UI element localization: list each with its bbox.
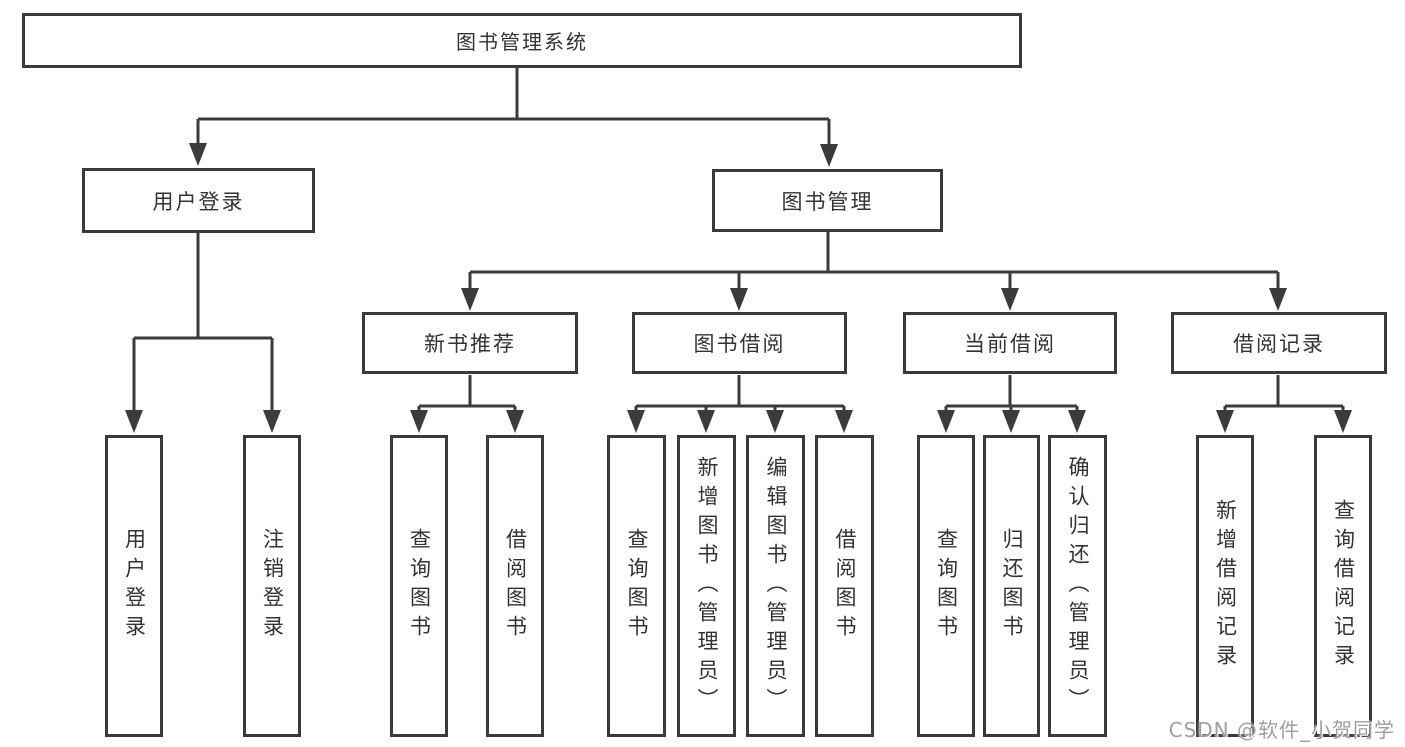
node-book-management: 图书管理 (712, 169, 943, 232)
arrowhead-icon (1002, 410, 1020, 433)
arrowhead-icon (835, 410, 853, 433)
node-library-system-root: 图书管理系统 (22, 13, 1022, 68)
arrowhead-icon (820, 144, 838, 167)
node-label: 借阅图书 (833, 528, 857, 644)
node-label: 图书管理 (781, 189, 874, 214)
arrowhead-icon (1216, 410, 1234, 433)
node-label: 新书推荐 (424, 332, 516, 356)
watermark-text: CSDN @软件_小贺同学 (1168, 718, 1395, 742)
arrowhead-icon (125, 410, 143, 433)
leaf-current-query-books: 查询图书 (917, 435, 975, 737)
node-new-book-recommend: 新书推荐 (362, 312, 578, 374)
node-label: 新增借阅记录 (1213, 499, 1238, 673)
arrowhead-icon (697, 410, 715, 433)
node-label: 图书管理系统 (456, 30, 588, 54)
leaf-newbook-borrow-books: 借阅图书 (486, 435, 544, 737)
arrowhead-icon (263, 410, 281, 433)
leaf-current-return-books: 归还图书 (983, 435, 1040, 737)
leaf-logout: 注销登录 (243, 435, 301, 737)
arrowhead-icon (937, 410, 955, 433)
leaf-borrow-query-books: 查询图书 (607, 435, 666, 737)
arrowhead-icon (461, 288, 479, 311)
node-label: 查询图书 (934, 528, 959, 644)
node-label: 注销登录 (260, 528, 285, 644)
node-label: 查询借阅记录 (1331, 499, 1356, 673)
leaf-current-confirm-return-admin: 确认归还（管理员） (1048, 435, 1107, 737)
node-label: 用户登录 (152, 189, 245, 214)
leaf-borrow-borrow-books: 借阅图书 (815, 435, 874, 737)
node-label: 图书借阅 (693, 332, 786, 356)
node-label: 查询图书 (407, 528, 432, 644)
leaf-borrow-add-book-admin: 新增图书（管理员） (677, 435, 736, 737)
leaf-records-add-record: 新增借阅记录 (1196, 435, 1254, 737)
arrowhead-icon (1001, 288, 1019, 311)
node-label: 借阅记录 (1233, 332, 1325, 356)
arrowhead-icon (1068, 410, 1086, 433)
arrowhead-icon (766, 410, 784, 433)
node-label: 确认归还（管理员） (1066, 455, 1090, 717)
node-book-borrow: 图书借阅 (632, 312, 847, 374)
leaf-records-query-record: 查询借阅记录 (1314, 435, 1372, 737)
node-label: 用户登录 (122, 528, 147, 644)
arrowhead-icon (627, 410, 645, 433)
arrowhead-icon (189, 143, 207, 166)
node-label: 归还图书 (1000, 528, 1024, 644)
node-label: 借阅图书 (503, 528, 528, 644)
arrowheads (125, 143, 1352, 433)
node-label: 编辑图书（管理员） (764, 455, 788, 717)
arrowhead-icon (410, 410, 428, 433)
arrowhead-icon (730, 288, 748, 311)
leaf-borrow-edit-book-admin: 编辑图书（管理员） (746, 435, 805, 737)
node-user-login: 用户登录 (82, 168, 315, 233)
node-borrow-records: 借阅记录 (1171, 312, 1387, 374)
leaf-newbook-query-books: 查询图书 (390, 435, 448, 737)
arrowhead-icon (1334, 410, 1352, 433)
leaf-user-login: 用户登录 (105, 435, 163, 737)
node-label: 查询图书 (625, 528, 649, 644)
arrowhead-icon (506, 410, 524, 433)
node-current-borrow: 当前借阅 (903, 312, 1117, 374)
arrowhead-icon (1269, 288, 1287, 311)
node-label: 新增图书（管理员） (695, 455, 719, 717)
node-label: 当前借阅 (964, 332, 1056, 356)
